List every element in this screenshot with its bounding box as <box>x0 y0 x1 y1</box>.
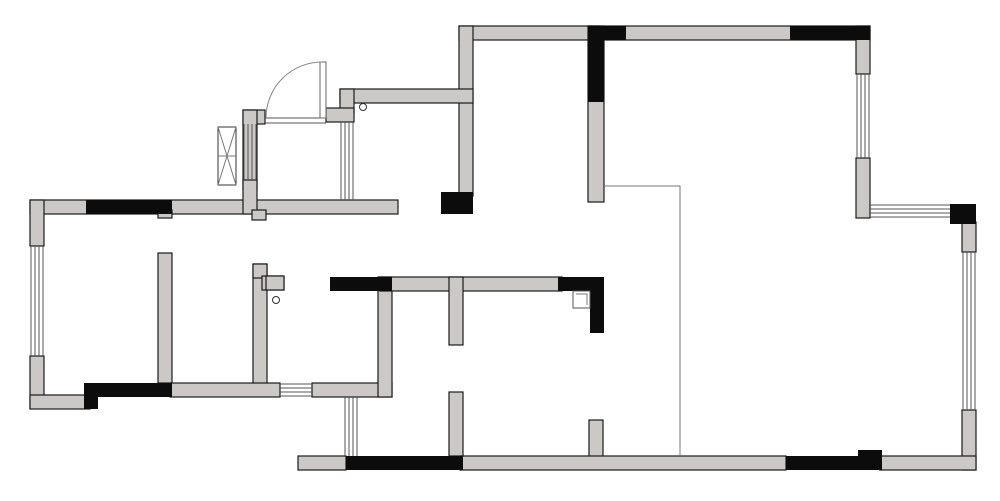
floor-drain-icon <box>272 296 280 304</box>
column-center-right <box>590 277 604 333</box>
floor-drain-icon <box>359 103 367 111</box>
window-icon <box>280 383 312 397</box>
wall-balcony-right-cap <box>325 107 355 123</box>
column-west-top <box>86 200 172 214</box>
window-icon <box>30 246 44 356</box>
walls <box>29 25 977 471</box>
wall-south-stub <box>588 419 604 461</box>
structural-columns <box>84 26 976 470</box>
wall-far-east-upper <box>961 221 977 253</box>
column-south-west <box>84 383 172 397</box>
column-south-west-drop <box>84 383 98 409</box>
wall-center-stub <box>448 276 464 346</box>
column-south-left <box>346 456 463 470</box>
wall-south-right <box>879 455 977 471</box>
column-south-right-block <box>858 450 882 470</box>
window-icon <box>962 252 976 410</box>
wall-stub-tab <box>251 209 267 221</box>
window-icon <box>870 204 950 218</box>
wall-bedroom-partition <box>157 252 173 384</box>
wall-bath-corner <box>252 263 268 279</box>
wall-southwest <box>29 394 91 410</box>
wall-west-top <box>29 199 399 215</box>
column-east-corner <box>950 204 976 224</box>
column-kitchen-top <box>330 277 392 291</box>
window-icon <box>856 74 870 158</box>
window-icon <box>243 124 257 180</box>
wall-top-middle <box>458 25 600 41</box>
wall-east-mid <box>855 157 871 219</box>
ventilation-shaft-icon <box>217 126 237 186</box>
wall-middle-vertical <box>458 25 474 197</box>
wall-kitchen-west <box>377 276 393 398</box>
wall-balcony-stub <box>242 179 258 215</box>
wall-bath-notch-2 <box>265 275 285 291</box>
wall-center-lower-stub <box>448 391 464 457</box>
wall-upper-step <box>339 88 474 104</box>
wall-south-west-interior <box>169 382 281 398</box>
column-top-east <box>790 26 870 40</box>
wall-balcony-left <box>242 109 258 191</box>
window-icon <box>344 397 358 456</box>
floor-boundary-line <box>604 185 681 456</box>
door-swing-icon <box>265 61 327 119</box>
column-living-divider <box>588 26 604 102</box>
wall-south-left-cap <box>297 455 347 471</box>
windows <box>30 74 976 456</box>
wall-center-top <box>379 276 563 292</box>
window-icon <box>340 122 354 200</box>
flue-corner-icon <box>572 290 591 309</box>
column-center-north <box>441 192 473 214</box>
wall-south-middle <box>459 455 787 471</box>
wall-west-upper <box>29 199 45 247</box>
